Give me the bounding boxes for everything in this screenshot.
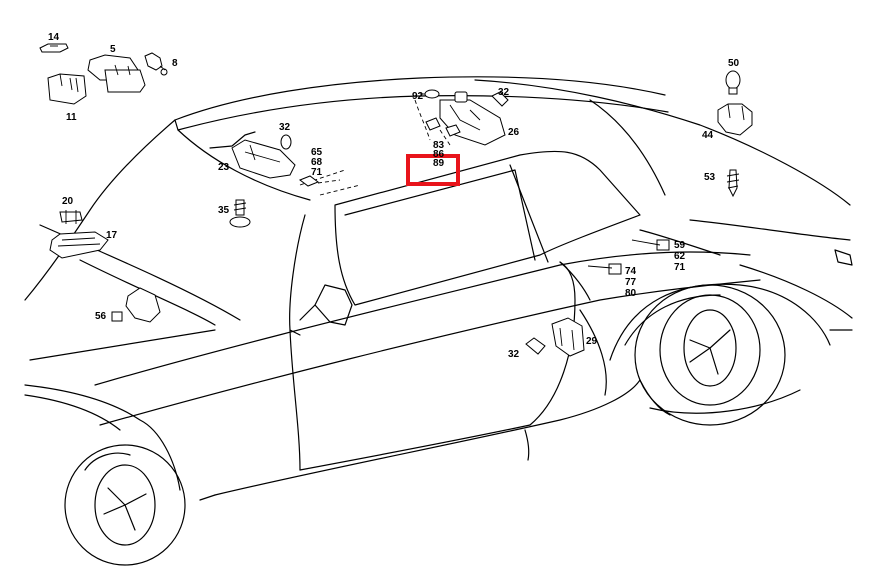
- component-35: [229, 199, 251, 228]
- component-65: [298, 175, 320, 187]
- callout-50: 50: [728, 58, 740, 69]
- callout-5: 5: [110, 44, 116, 55]
- callout-labels: 14 5 8 11 92 32 26 83 86 89 50 44 53 32 …: [48, 32, 740, 360]
- callout-80: 80: [625, 288, 637, 299]
- component-5: [87, 54, 146, 93]
- component-20: [59, 210, 83, 224]
- callout-74: 74: [625, 266, 637, 277]
- callout-11: 11: [66, 112, 77, 123]
- callout-32-top: 32: [498, 87, 510, 98]
- component-32-top: [491, 91, 509, 107]
- callout-17: 17: [106, 230, 118, 241]
- callout-77: 77: [625, 277, 637, 288]
- callout-56: 56: [95, 311, 107, 322]
- callout-83: 83: [433, 140, 445, 151]
- callout-89: 89: [433, 158, 445, 169]
- component-83: [425, 117, 461, 137]
- callout-65: 65: [311, 147, 323, 158]
- callout-53: 53: [704, 172, 716, 183]
- callout-71-roof: 71: [311, 167, 323, 178]
- callout-32-roof: 32: [279, 122, 291, 133]
- callout-44: 44: [702, 130, 714, 141]
- component-11: [47, 73, 87, 105]
- component-44: [717, 103, 753, 136]
- callout-29: 29: [586, 336, 598, 347]
- component-50: [725, 70, 741, 95]
- callout-20: 20: [62, 196, 74, 207]
- callout-59: 59: [674, 240, 686, 251]
- car-body-outline: [24, 76, 853, 566]
- component-32-side: [525, 337, 546, 355]
- component-74: [608, 263, 622, 275]
- callout-92: 92: [412, 91, 424, 102]
- component-17: [49, 231, 109, 259]
- component-8: [144, 52, 168, 76]
- callout-32-side: 32: [508, 349, 520, 360]
- component-23: [209, 131, 296, 179]
- component-59: [656, 239, 670, 251]
- highlight-box: [406, 154, 460, 186]
- callout-8: 8: [172, 58, 178, 69]
- component-56: [111, 287, 161, 323]
- callout-71-side: 71: [674, 262, 686, 273]
- callout-68: 68: [311, 157, 323, 168]
- component-14: [39, 43, 69, 53]
- callout-86: 86: [433, 149, 445, 160]
- component-29: [551, 317, 585, 357]
- callout-62: 62: [674, 251, 686, 262]
- callout-23: 23: [218, 162, 230, 173]
- leader-lines: [317, 129, 661, 269]
- component-53: [726, 169, 740, 198]
- component-32-roof: [280, 134, 292, 150]
- component-92: [420, 89, 440, 99]
- callout-35: 35: [218, 205, 230, 216]
- callout-26: 26: [508, 127, 520, 138]
- callout-14: 14: [48, 32, 60, 43]
